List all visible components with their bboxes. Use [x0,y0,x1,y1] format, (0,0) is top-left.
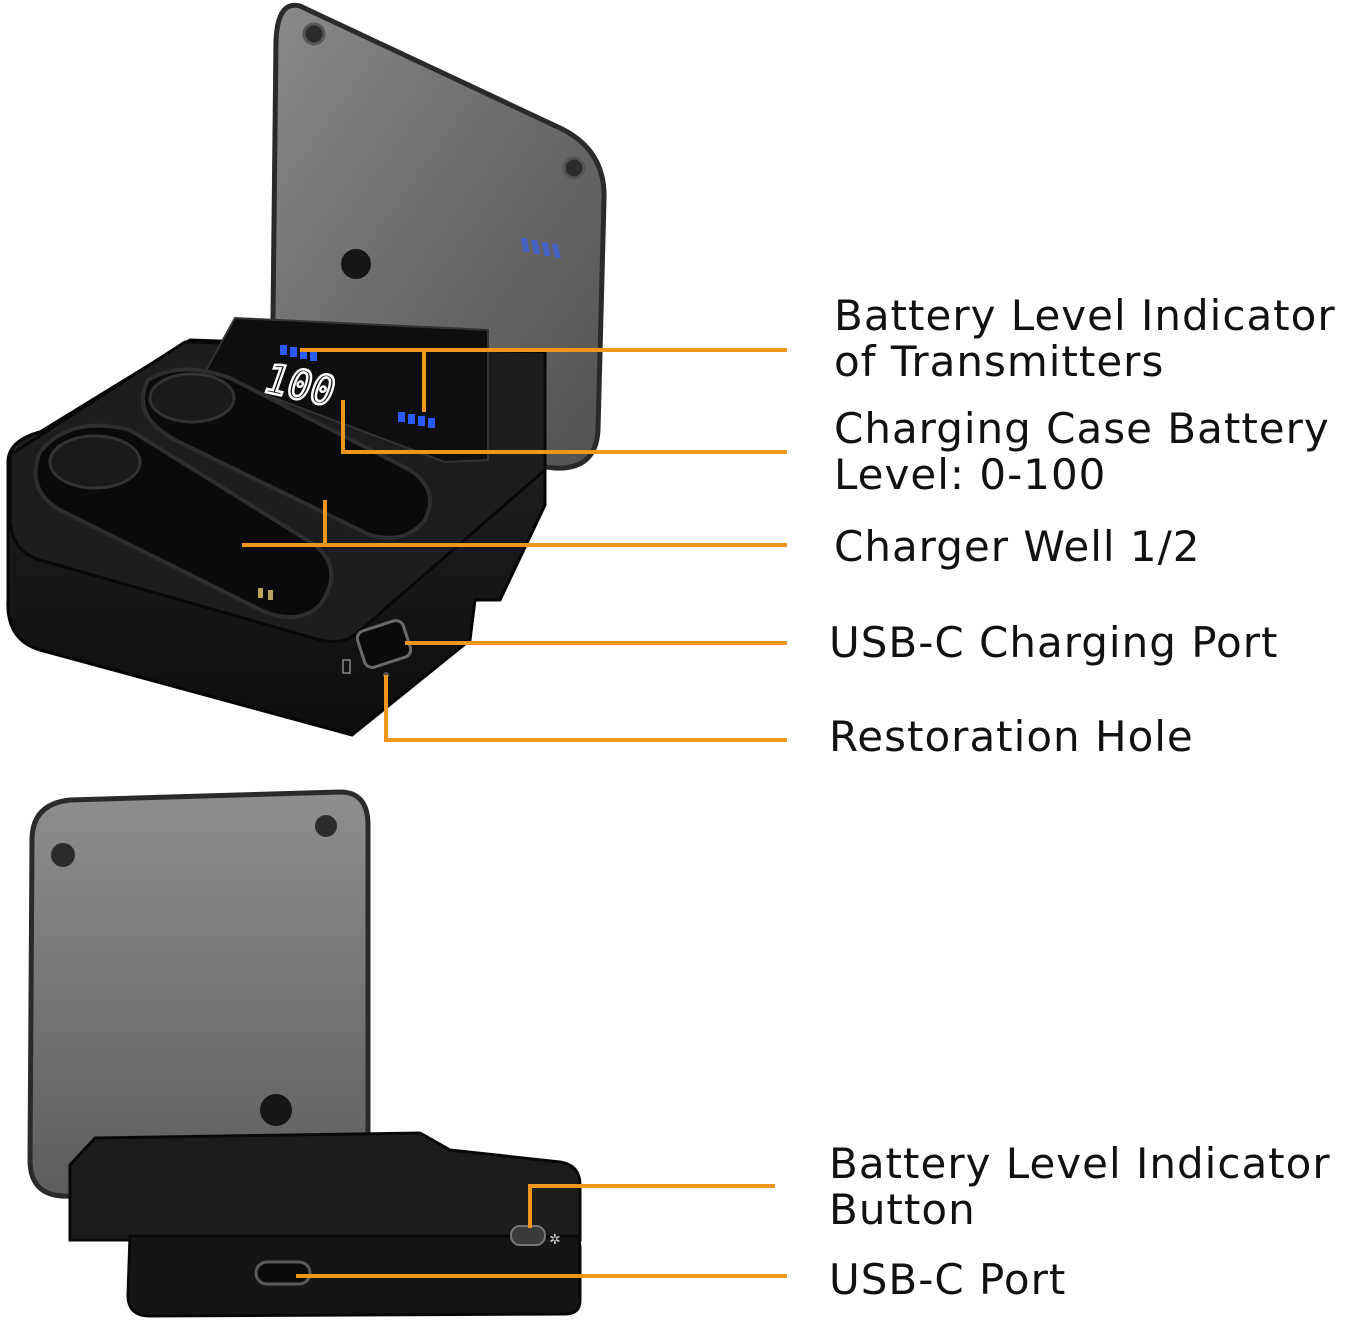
callout-charger-well-line1: Charger Well 1/2 [834,522,1201,571]
charging-wells [33,367,432,620]
battery-indicator-button [510,1225,546,1246]
lid-hinge-screw-top [302,22,326,46]
callout-transmitters-line2: of Transmitters [834,337,1165,386]
callout-case-level-line2: Level: 0-100 [834,450,1107,499]
open-case-illustration: 100 [6,2,607,737]
callout-indicator-button-line2: Button [829,1185,976,1234]
usb-c-charging-port [355,619,413,669]
leader-lines [242,348,787,1278]
callout-transmitters: Battery Level Indicator of Transmitters [834,293,1336,385]
callout-transmitters-line1: Battery Level Indicator [834,291,1336,340]
display-strip [203,316,489,464]
leader-indicator-button [528,1184,775,1228]
right-led-bar [398,412,435,428]
lid-magnet-dot [562,156,586,180]
button-light-glyph: ✲ [549,1232,561,1248]
callout-restoration: Restoration Hole [829,714,1194,760]
side-view-upper-body [68,1131,582,1242]
side-view-illustration: ✲ [27,789,582,1318]
usb-c-port [254,1260,312,1286]
left-led-bar [280,345,317,361]
callout-usbc-port-line1: USB-C Port [829,1255,1067,1304]
callout-charger-well: Charger Well 1/2 [834,524,1201,570]
callout-case-level-line1: Charging Case Battery [834,404,1330,453]
side-lid-dot-right [315,815,337,837]
callout-usbc-charging: USB-C Charging Port [829,620,1278,666]
side-lid-dot-left [51,843,75,867]
battery-symbol [342,659,351,674]
callout-usbc-charging-line1: USB-C Charging Port [829,618,1279,667]
leader-restoration [384,675,787,742]
leader-case-level [341,400,787,454]
callout-case-level: Charging Case Battery Level: 0-100 [834,406,1330,498]
callout-indicator-button-line1: Battery Level Indicator [829,1139,1331,1188]
callout-indicator-button: Battery Level Indicator Button [829,1141,1331,1233]
lid-sensor-dot [341,249,371,279]
callout-usbc-port: USB-C Port [829,1257,1066,1303]
callout-restoration-line1: Restoration Hole [829,712,1194,761]
side-lid-sensor [260,1094,292,1126]
lid-led-reflection [520,238,561,258]
